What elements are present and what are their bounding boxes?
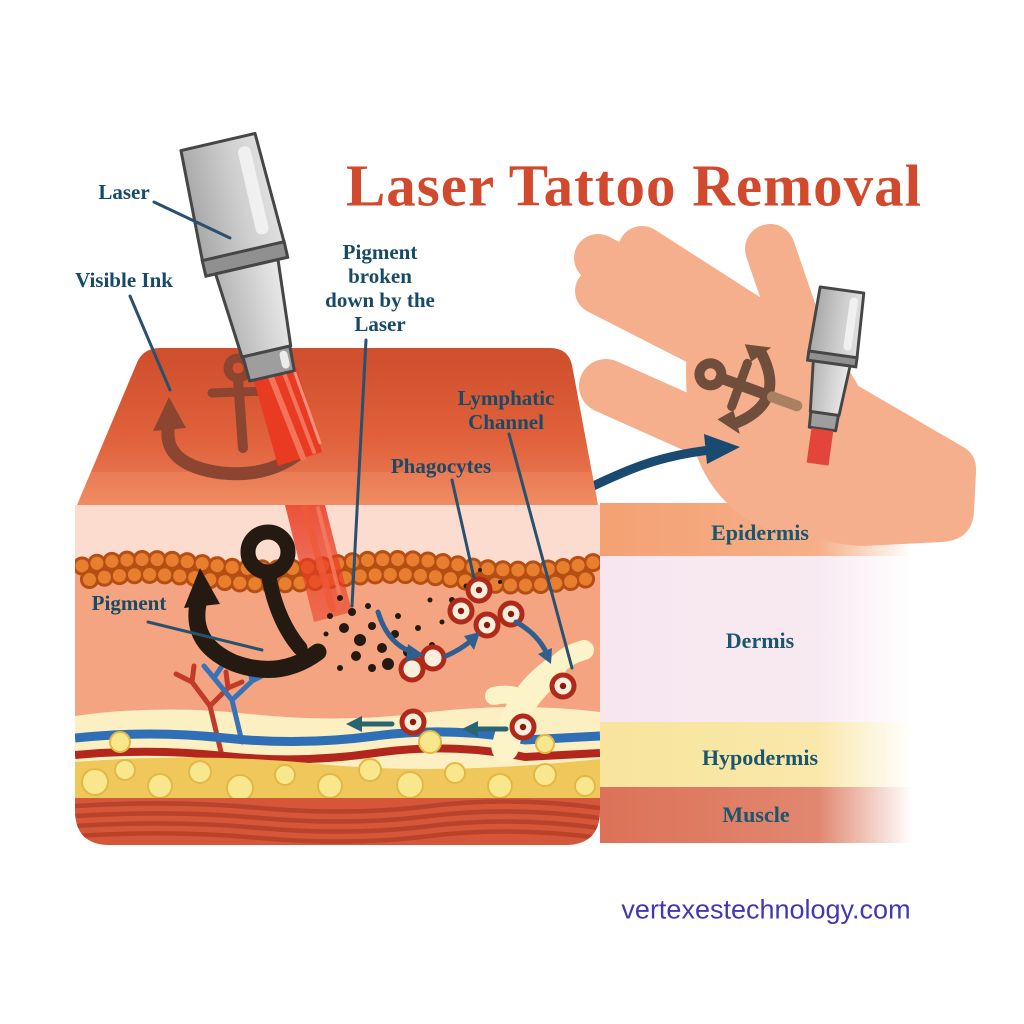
pigment-anchor <box>184 524 327 678</box>
callout-lines <box>128 200 574 670</box>
callout-visible-ink: Visible Ink <box>75 268 173 292</box>
lymphatic-line-1: Lymphatic <box>457 386 555 410</box>
pigment-broken-line-2: broken <box>348 264 412 288</box>
layer-label-epidermis: Epidermis <box>711 520 809 545</box>
callout-line-pigment-broken <box>350 338 368 608</box>
muscle-layer <box>75 798 600 845</box>
callout-line-lymphatic <box>507 432 574 670</box>
callout-pigment: Pigment <box>91 591 167 615</box>
callout-line-pigment <box>146 620 264 652</box>
layer-band-dermis <box>600 556 912 722</box>
hand-wrist <box>748 352 977 546</box>
page-title: Laser Tattoo Removal <box>345 152 923 219</box>
mini-laser-red-tip <box>806 428 834 466</box>
fat-layer <box>75 730 600 802</box>
layer-label-hypodermis: Hypodermis <box>701 745 819 770</box>
callout-laser: Laser <box>98 180 150 204</box>
callout-phagocytes: Phagocytes <box>390 454 492 478</box>
skin-block <box>75 348 600 845</box>
red-capillary <box>173 663 245 759</box>
callout-pigment-broken: Pigment broken down by the Laser <box>325 240 435 336</box>
pigment-broken-line-3: down by the <box>325 288 435 312</box>
pigment-broken-line-4: Laser <box>354 312 406 336</box>
callout-line-laser <box>152 200 232 240</box>
layer-band-hypodermis <box>600 722 912 787</box>
laser-device <box>179 131 296 383</box>
hand-fingers <box>574 224 827 455</box>
lymph-flow-arrows <box>346 716 509 737</box>
phagocyte-arrows <box>375 609 552 664</box>
callout-line-visible-ink <box>128 294 172 392</box>
laser-beam-dermis <box>285 505 352 622</box>
callout-lymphatic-channel: Lymphatic Channel <box>458 386 555 434</box>
watermark-text: vertexestechnology.com <box>621 894 911 925</box>
layer-bands <box>600 503 912 843</box>
hand-tattoo-anchor <box>694 344 803 434</box>
lymphatic-line-2: Channel <box>468 410 544 434</box>
layer-label-dermis: Dermis <box>725 628 795 653</box>
red-vessel <box>75 744 600 764</box>
layer-label-muscle: Muscle <box>722 802 790 827</box>
pigment-broken-line-1: Pigment <box>342 240 418 264</box>
mini-laser-device <box>805 285 866 466</box>
blue-vessel <box>75 727 600 747</box>
blue-capillary <box>201 660 267 745</box>
hand-illustration <box>574 224 977 546</box>
phagocytes-group <box>398 576 577 741</box>
lymphatic-channel <box>485 640 594 762</box>
laser-beam-surface <box>254 368 322 466</box>
transfer-arrow <box>580 434 740 495</box>
callout-line-phagocytes <box>450 478 476 580</box>
capillaries <box>173 660 267 759</box>
layer-band-muscle <box>600 787 912 843</box>
